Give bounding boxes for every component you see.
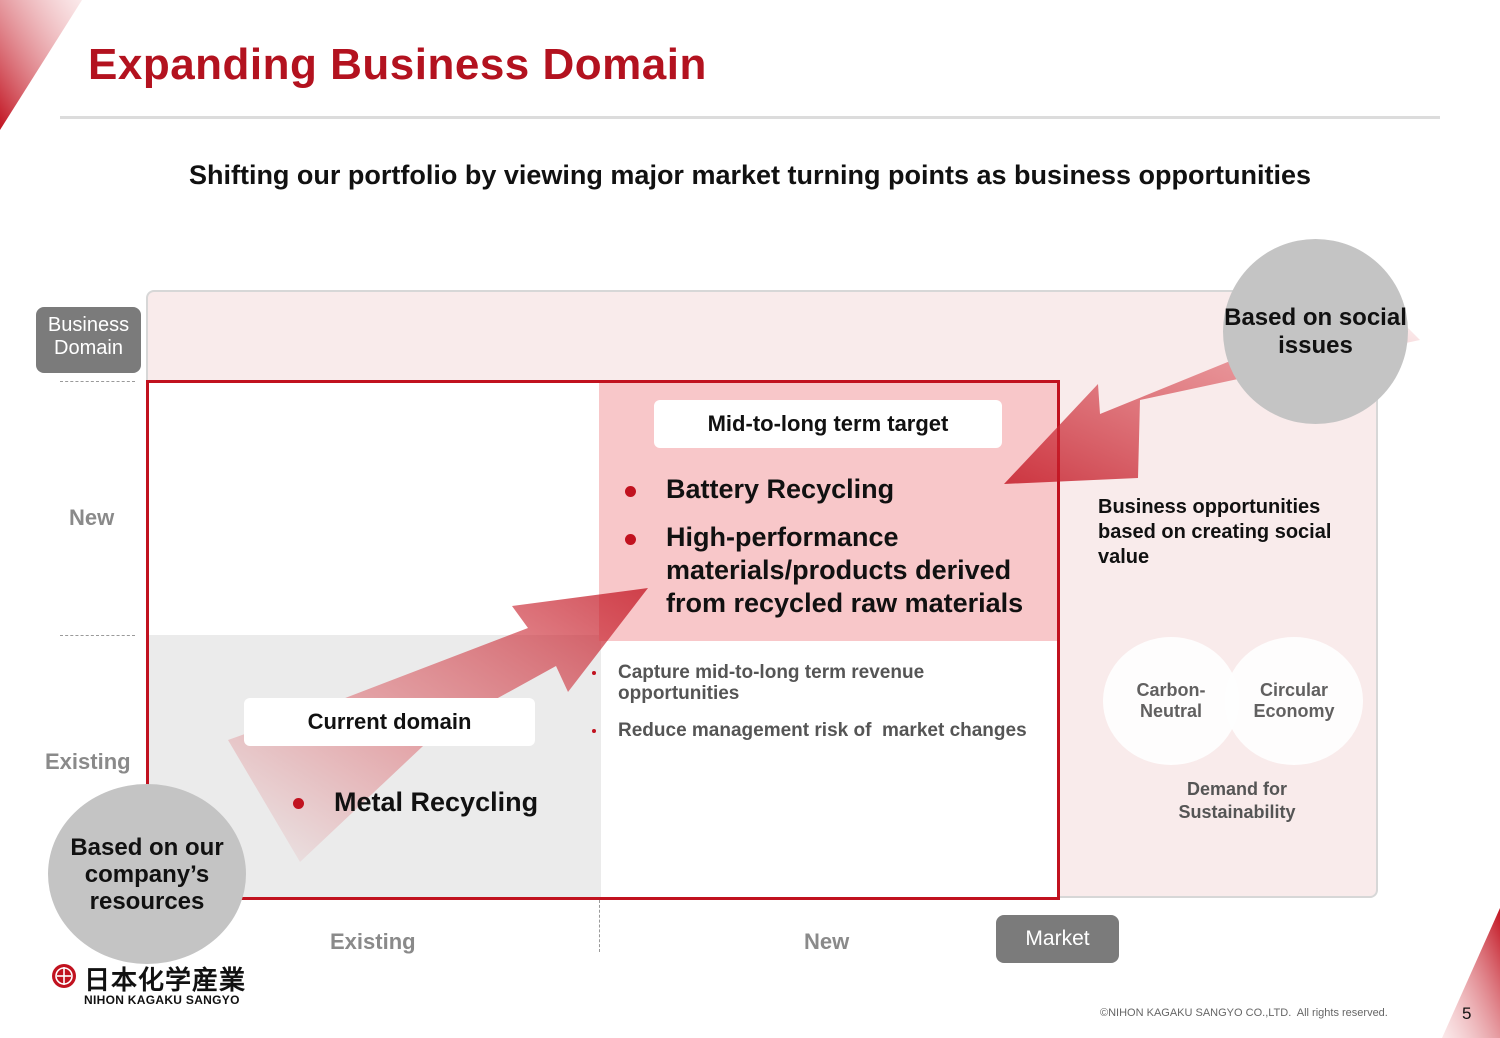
page-number: 5 (1462, 1004, 1472, 1023)
target-item-materials: High-performance materials/products deri… (666, 522, 1024, 618)
bullet-icon (592, 729, 596, 733)
corner-decoration-bottom-right (1442, 908, 1500, 1038)
benefit-risk: Reduce management risk of market changes (618, 720, 1027, 741)
bullet-icon (592, 671, 596, 675)
company-logo-icon (52, 964, 76, 988)
bullet-icon (625, 486, 636, 497)
axis-tag-market: Market (996, 915, 1119, 963)
copyright-notice: ©NIHON KAGAKU SANGYO CO.,LTD. All rights… (1100, 1007, 1388, 1019)
axis-divider-top (60, 381, 135, 382)
benefit-revenue: Capture mid-to-long term revenue opportu… (618, 662, 925, 704)
current-item-metal: Metal Recycling (334, 787, 539, 817)
current-domain-label: Current domain (244, 698, 535, 746)
circular-economy-text: Circular Economy (1253, 680, 1335, 721)
page-title: Expanding Business Domain (88, 40, 707, 89)
axis-tag-business-domain: Business Domain (36, 307, 141, 373)
title-divider (60, 116, 1440, 119)
company-name-jp: 日本化学産業 (84, 965, 247, 995)
axis-divider-middle (60, 635, 135, 636)
carbon-neutral-circle: Carbon- Neutral (1103, 637, 1239, 765)
y-label-existing: Existing (45, 749, 131, 774)
logo-glyph (55, 967, 73, 985)
demand-sustainability-text: Demand for Sustainability (1178, 779, 1296, 822)
bullet-icon (293, 798, 304, 809)
target-item-battery: Battery Recycling (666, 474, 895, 504)
social-issues-circle: Based on social issues (1223, 239, 1408, 424)
y-label-new: New (69, 505, 115, 530)
circular-economy-circle: Circular Economy (1225, 637, 1363, 765)
axis-tag-business-domain-text: Business Domain (47, 314, 130, 359)
bullet-icon (625, 534, 636, 545)
corner-decoration-top-left (0, 0, 82, 130)
page-subtitle: Shifting our portfolio by viewing major … (188, 160, 1312, 190)
company-resources-text: Based on our company’s resources (70, 833, 224, 915)
x-label-existing: Existing (330, 929, 416, 954)
axis-divider-vertical (599, 900, 600, 952)
company-name-en: NIHON KAGAKU SANGYO (84, 993, 240, 1007)
target-label: Mid-to-long term target (654, 400, 1002, 448)
carbon-neutral-text: Carbon- Neutral (1136, 680, 1206, 721)
company-resources-circle: Based on our company’s resources (48, 784, 246, 964)
social-opportunity-text: Business opportunities based on creating… (1098, 496, 1332, 568)
x-label-new: New (804, 929, 850, 954)
